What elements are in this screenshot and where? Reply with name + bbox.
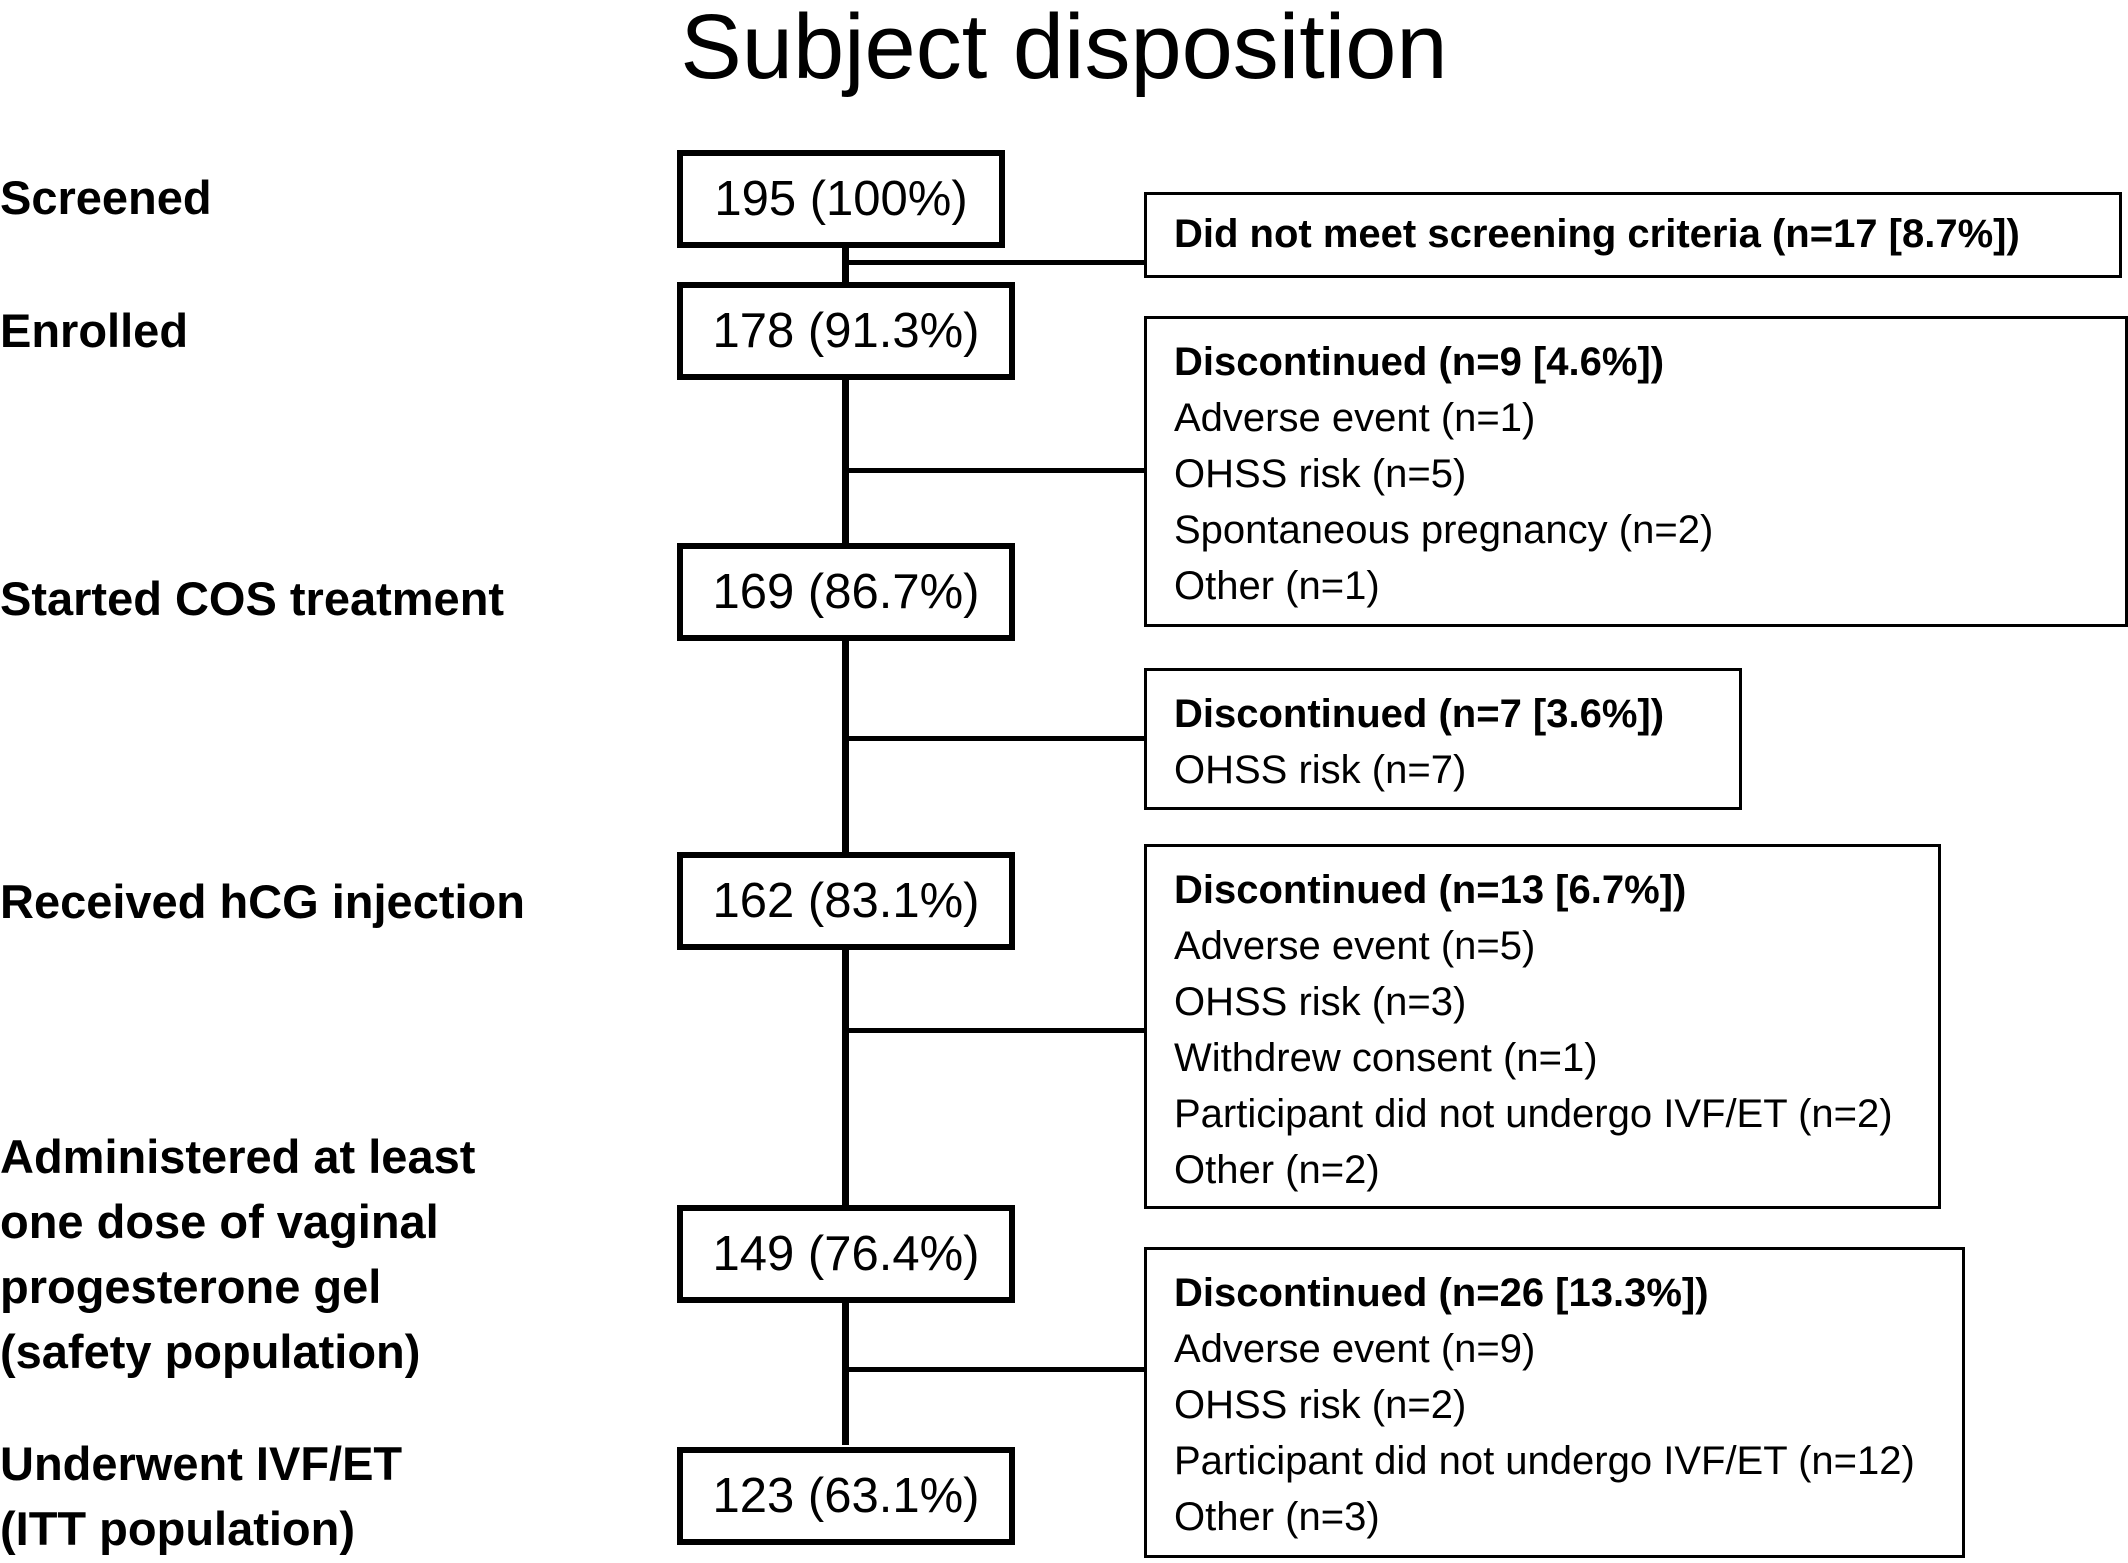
count-value: 162 (83.1%) [712, 874, 980, 928]
exclusion-reason: Participant did not undergo IVF/ET (n=12… [1174, 1439, 1915, 1483]
exclusion-header: Discontinued (n=9 [4.6%]) [1174, 340, 1665, 384]
connector-exclusion-2 [842, 468, 1144, 473]
exclusion-reason: Withdrew consent (n=1) [1174, 1036, 1598, 1080]
exclusion-reason: Other (n=2) [1174, 1148, 1380, 1192]
count-box-received-hcg: 162 (83.1%) [677, 852, 1015, 950]
exclusion-reason: OHSS risk (n=2) [1174, 1383, 1467, 1427]
exclusion-reason: Adverse event (n=1) [1174, 396, 1536, 440]
exclusion-reason: Participant did not undergo IVF/ET (n=2) [1174, 1092, 1893, 1136]
count-box-itt-population: 123 (63.1%) [677, 1447, 1015, 1545]
count-value: 195 (100%) [714, 172, 968, 226]
stage-label-enrolled: Enrolled [0, 304, 189, 357]
exclusion-box-received-hcg: Discontinued (n=13 [6.7%]) Adverse event… [1144, 844, 1941, 1209]
count-value: 178 (91.3%) [712, 304, 980, 358]
exclusion-header: Discontinued (n=26 [13.3%]) [1174, 1271, 1709, 1315]
count-value: 169 (86.7%) [712, 565, 980, 619]
count-box-enrolled: 178 (91.3%) [677, 282, 1015, 380]
count-box-started-cos: 169 (86.7%) [677, 543, 1015, 641]
exclusion-reason: OHSS risk (n=5) [1174, 452, 1467, 496]
exclusion-box-safety-population: Discontinued (n=26 [13.3%]) Adverse even… [1144, 1247, 1965, 1558]
stage-label-received-hcg: Received hCG injection [0, 875, 525, 928]
exclusion-reason: Spontaneous pregnancy (n=2) [1174, 508, 1714, 552]
exclusion-header: Did not meet screening criteria (n=17 [8… [1174, 212, 2020, 256]
stage-label-started-cos: Started COS treatment [0, 572, 505, 625]
exclusion-reason: Other (n=3) [1174, 1495, 1380, 1539]
exclusion-header: Discontinued (n=7 [3.6%]) [1174, 692, 1665, 736]
diagram-title: Subject disposition [680, 0, 1448, 98]
exclusion-box-started-cos: Discontinued (n=7 [3.6%]) OHSS risk (n=7… [1144, 668, 1742, 810]
exclusion-header: Discontinued (n=13 [6.7%]) [1174, 868, 1687, 912]
connector-exclusion-5 [842, 1367, 1144, 1372]
exclusion-reason: Adverse event (n=5) [1174, 924, 1536, 968]
count-box-safety-population: 149 (76.4%) [677, 1205, 1015, 1303]
connector-exclusion-3 [842, 736, 1144, 741]
exclusion-box-enrolled: Discontinued (n=9 [4.6%]) Adverse event … [1144, 316, 2128, 627]
count-value: 149 (76.4%) [712, 1227, 980, 1281]
connector-exclusion-4 [842, 1028, 1144, 1033]
main-flow-line [842, 245, 849, 1445]
stage-label-screened: Screened [0, 171, 212, 224]
exclusion-reason: OHSS risk (n=7) [1174, 748, 1467, 792]
count-box-screened: 195 (100%) [677, 150, 1005, 248]
stage-label-itt-population: Underwent IVF/ET (ITT population) [0, 1437, 403, 1555]
stage-label-safety-population: Administered at least one dose of vagina… [0, 1130, 476, 1378]
exclusion-reason: OHSS risk (n=3) [1174, 980, 1467, 1024]
exclusion-box-screening: Did not meet screening criteria (n=17 [8… [1144, 192, 2122, 278]
exclusion-reason: Adverse event (n=9) [1174, 1327, 1536, 1371]
exclusion-reason: Other (n=1) [1174, 564, 1380, 608]
connector-exclusion-1 [842, 260, 1144, 265]
count-value: 123 (63.1%) [712, 1469, 980, 1523]
